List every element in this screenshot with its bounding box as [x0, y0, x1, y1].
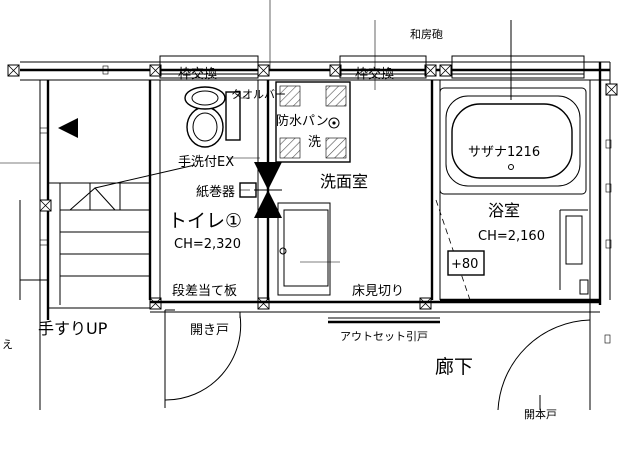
vanity-unit	[277, 202, 340, 296]
window-left	[159, 55, 259, 79]
toilet-washroom-door-symbol	[254, 162, 282, 218]
drain-icon	[328, 117, 340, 129]
corridor-label: 廊下	[435, 356, 473, 378]
floor-parting-label: 床見切り	[352, 284, 404, 299]
bathtub-label: サザナ1216	[468, 145, 540, 160]
corridor-door-arc	[497, 319, 591, 411]
washroom-label: 洗面室	[320, 172, 368, 191]
bathroom-label: 浴室	[488, 201, 520, 220]
toilet-ceiling-label: CH=2,320	[174, 237, 241, 252]
outset-sliding-door-label: アウトセット引戸	[340, 329, 428, 343]
direction-arrow-icon	[58, 118, 78, 138]
sink-with-handwash-label: 手洗付EX	[178, 155, 234, 170]
hinged-door	[164, 309, 242, 408]
hinged-door-label: 開き戸	[190, 323, 229, 338]
top-partial-label: 和房砲	[410, 28, 443, 41]
bath-step-box	[447, 250, 485, 276]
bath-door-swing	[435, 199, 471, 301]
waterproof-pan	[275, 81, 351, 163]
window-far-right	[451, 55, 585, 79]
window-exchange-left-label: 枠交換	[178, 66, 217, 82]
bath-offset-label: +80	[451, 257, 478, 272]
towel-bar-label: タオルバー	[231, 88, 286, 101]
washer-drain-label: 洗	[308, 135, 321, 150]
waterproof-pan-label: 防水パン	[276, 113, 329, 129]
wall-tick-marks	[39, 65, 612, 344]
toilet-room-label: トイレ①	[168, 210, 242, 232]
toilet-fixture	[184, 86, 241, 148]
step-board-label: 段差当て板	[172, 284, 237, 299]
outset-sliding-door	[328, 317, 440, 324]
bottom-right-partial-label: 開本戸	[524, 407, 557, 421]
left-edge-partial-label: え	[2, 338, 13, 351]
leader-lines	[228, 78, 376, 290]
staircase	[19, 164, 196, 305]
bath-counter	[559, 209, 589, 295]
window-right	[339, 55, 427, 79]
handrail-up-label: 手すりUP	[38, 319, 108, 338]
window-exchange-right-label: 枠交換	[355, 66, 394, 82]
bath-ceiling-label: CH=2,160	[478, 229, 545, 244]
bathtub	[439, 20, 587, 195]
paper-holder-label: 紙巻器	[196, 185, 235, 200]
